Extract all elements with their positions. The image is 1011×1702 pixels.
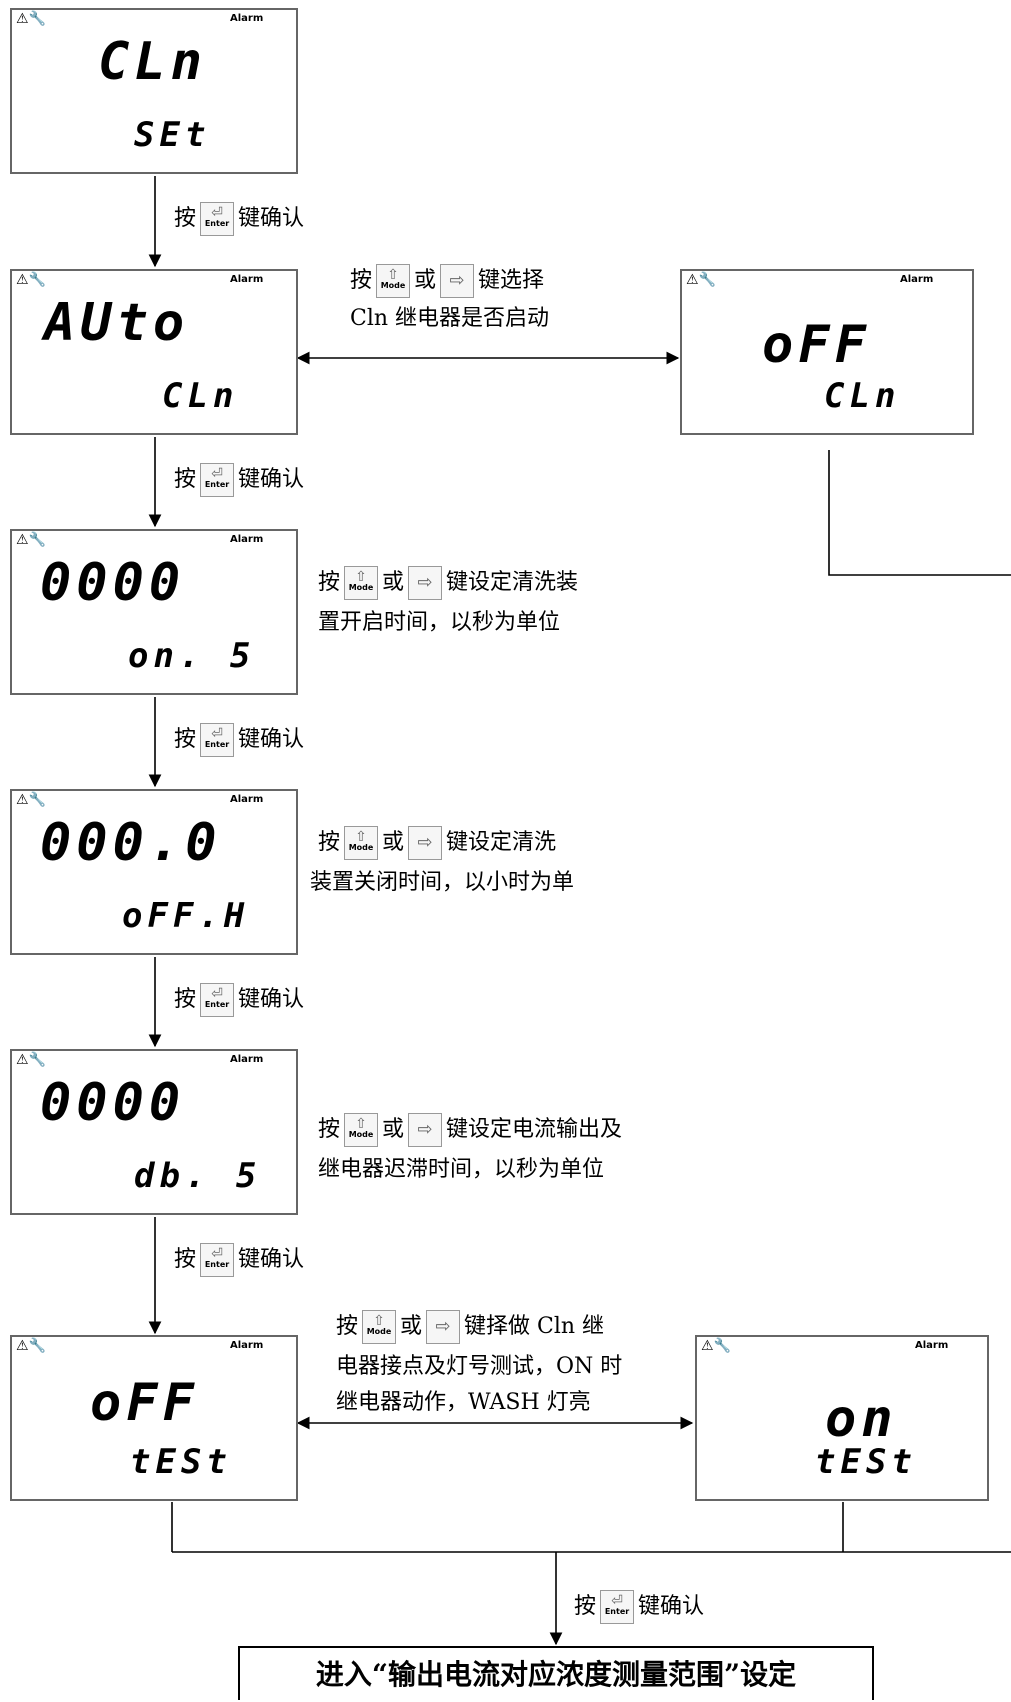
warning-icon: ⚠🔧 [16, 792, 46, 808]
enter-key-icon: ⏎Enter [200, 723, 235, 757]
lcd-main-reading: on [825, 1389, 898, 1449]
warning-icon: ⚠🔧 [16, 11, 46, 27]
lcd-sub-reading: on. 5 [128, 636, 256, 676]
warning-icon: ⚠🔧 [16, 532, 46, 548]
warning-icon: ⚠🔧 [16, 272, 46, 288]
lcd-sub-reading: CLn [162, 376, 239, 416]
lcd-main-reading: CLn [98, 32, 207, 92]
enter-key-icon: ⏎Enter [200, 463, 235, 497]
mode-key-icon: ⇧Mode [344, 1113, 379, 1147]
alarm-indicator: Alarm [230, 1340, 264, 1351]
lcd-sub-reading: tESt [130, 1442, 232, 1482]
next-step-box: 进入“输出电流对应浓度测量范围”设定 [238, 1646, 874, 1700]
instruction-delay-line2: 继电器迟滞时间，以秒为单位 [318, 1157, 605, 1182]
alarm-indicator: Alarm [230, 1054, 264, 1065]
enter-key-icon: ⏎Enter [200, 1243, 235, 1277]
warning-icon: ⚠🔧 [686, 272, 716, 288]
warning-icon: ⚠🔧 [701, 1338, 731, 1354]
alarm-indicator: Alarm [230, 794, 264, 805]
lcd-screen-delay-seconds: ⚠🔧 Alarm 0000 db. 5 [10, 1049, 298, 1215]
alarm-indicator: Alarm [230, 13, 264, 24]
lcd-sub-reading: CLn [824, 376, 901, 416]
lcd-screen-off-cln: ⚠🔧 Alarm oFF CLn [680, 269, 974, 435]
lcd-main-reading: AUto [44, 293, 190, 353]
mode-key-icon: ⇧Mode [376, 264, 411, 298]
lcd-main-reading: oFF [90, 1373, 199, 1433]
lcd-screen-cln-set: ⚠🔧 Alarm CLn SEt [10, 8, 298, 174]
lcd-screen-on-seconds: ⚠🔧 Alarm 0000 on. 5 [10, 529, 298, 695]
lcd-screen-on-test: ⚠🔧 Alarm on tESt [695, 1335, 989, 1501]
mode-key-icon: ⇧Mode [344, 826, 379, 860]
right-arrow-key-icon: ⇨ [440, 264, 475, 298]
alarm-indicator: Alarm [230, 534, 264, 545]
warning-icon: ⚠🔧 [16, 1052, 46, 1068]
instruction-test-line3: 继电器动作，WASH 灯亮 [336, 1390, 591, 1415]
lcd-sub-reading: tESt [815, 1442, 917, 1482]
enter-key-icon: ⏎Enter [200, 983, 235, 1017]
lcd-screen-off-test: ⚠🔧 Alarm oFF tESt [10, 1335, 298, 1501]
warning-icon: ⚠🔧 [16, 1338, 46, 1354]
enter-key-icon: ⏎Enter [200, 202, 235, 236]
instruction-select-relay-line2: Cln 继电器是否启动 [350, 306, 550, 331]
instruction-test-line2: 电器接点及灯号测试，ON 时 [336, 1354, 623, 1379]
alarm-indicator: Alarm [230, 274, 264, 285]
lcd-screen-off-hours: ⚠🔧 Alarm 000.0 oFF.H [10, 789, 298, 955]
lcd-main-reading: oFF [762, 315, 871, 375]
right-arrow-key-icon: ⇨ [426, 1310, 461, 1344]
right-arrow-key-icon: ⇨ [408, 566, 443, 600]
lcd-sub-reading: oFF.H [122, 896, 250, 936]
instruction-on-time-line2: 置开启时间，以秒为单位 [318, 610, 561, 635]
lcd-sub-reading: db. 5 [134, 1156, 262, 1196]
right-arrow-key-icon: ⇨ [408, 1113, 443, 1147]
lcd-main-reading: 0000 [40, 553, 186, 613]
lcd-screen-auto-cln: ⚠🔧 Alarm AUto CLn [10, 269, 298, 435]
enter-key-icon: ⏎Enter [600, 1590, 635, 1624]
lcd-main-reading: 0000 [40, 1073, 186, 1133]
lcd-sub-reading: SEt [134, 115, 211, 155]
right-arrow-key-icon: ⇨ [408, 826, 443, 860]
alarm-indicator: Alarm [900, 274, 934, 285]
lcd-main-reading: 000.0 [40, 813, 222, 873]
alarm-indicator: Alarm [915, 1340, 949, 1351]
instruction-off-time-line2: 装置关闭时间，以小时为单 [310, 870, 575, 895]
mode-key-icon: ⇧Mode [344, 566, 379, 600]
mode-key-icon: ⇧Mode [362, 1310, 397, 1344]
